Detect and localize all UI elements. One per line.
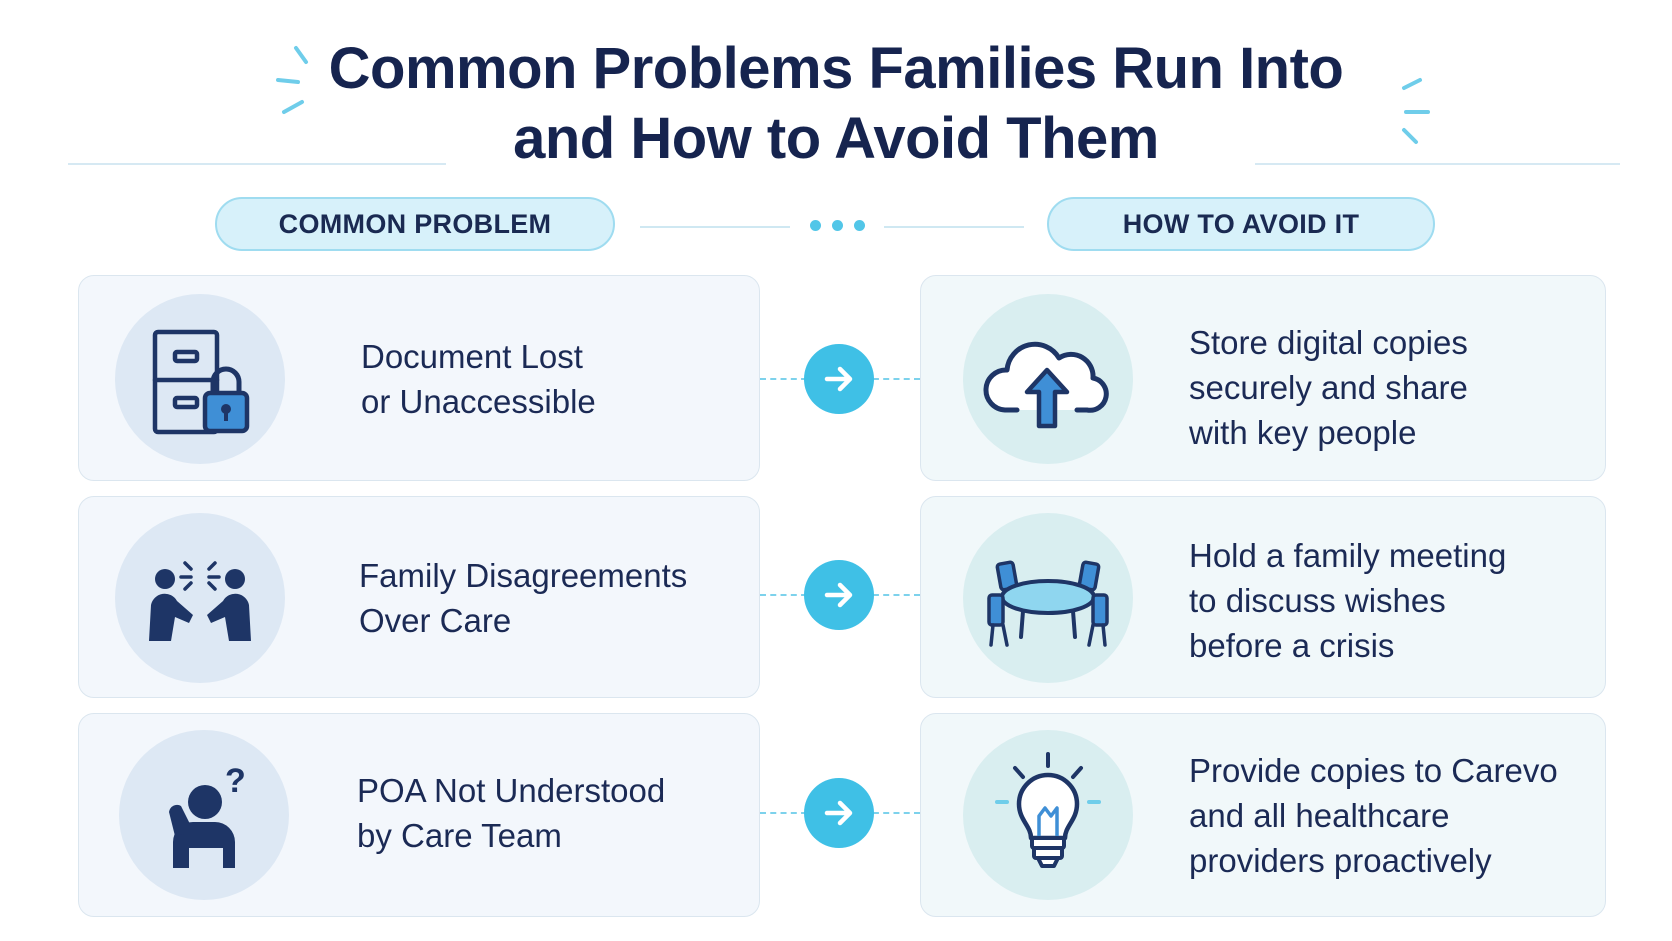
column-header-solution-label: HOW TO AVOID IT — [1122, 208, 1360, 239]
arrow-right-icon — [804, 344, 874, 414]
lightbulb-icon — [995, 752, 1101, 868]
column-header-problem-label: COMMON PROBLEM — [278, 208, 552, 239]
problem-text: Document Lost or Unaccessible — [361, 338, 596, 420]
title-line-1: Common Problems Families Run Into — [328, 36, 1344, 101]
column-header-problem: COMMON PROBLEM — [215, 197, 615, 251]
solution-card: Store digital copies securely and share … — [920, 275, 1606, 481]
page-title: Common Problems Families Run Into and Ho… — [0, 34, 1672, 174]
header-dot — [832, 220, 843, 231]
arrow-right-icon — [804, 560, 874, 630]
solution-text: Store digital copies securely and share … — [1189, 324, 1468, 451]
solution-icon-circle — [963, 513, 1133, 683]
header-divider-left — [640, 226, 790, 228]
solution-card: Provide copies to Carevo and all healthc… — [920, 713, 1606, 917]
problem-icon-circle — [115, 513, 285, 683]
solution-text: Provide copies to Carevo and all healthc… — [1189, 752, 1558, 879]
problem-card: Family Disagreements Over Care — [78, 496, 760, 698]
confused-person-icon: ? — [169, 762, 246, 868]
title-rule-right — [1255, 163, 1620, 165]
file-cabinet-lock-icon — [152, 329, 250, 435]
arrow-right-icon — [804, 778, 874, 848]
problem-text: Family Disagreements Over Care — [359, 557, 688, 639]
title-rule-left — [68, 163, 446, 165]
solution-icon-circle — [963, 730, 1133, 900]
solution-icon-circle — [963, 294, 1133, 464]
solution-card: Hold a family meeting to discuss wishes … — [920, 496, 1606, 698]
problem-card: Document Lost or Unaccessible — [78, 275, 760, 481]
header-divider-right — [884, 226, 1024, 228]
header-dot — [854, 220, 865, 231]
arguing-people-icon — [149, 561, 251, 641]
problem-icon-circle: ? — [119, 730, 289, 900]
problem-card: ? POA Not Understood by Care Team — [78, 713, 760, 917]
header-dot — [810, 220, 821, 231]
problem-icon-circle — [115, 294, 285, 464]
solution-text: Hold a family meeting to discuss wishes … — [1189, 537, 1507, 664]
title-line-2: and How to Avoid Them — [513, 106, 1159, 171]
sparkle-left-icon — [276, 46, 308, 114]
svg-text:?: ? — [225, 762, 246, 800]
meeting-table-icon — [987, 560, 1109, 647]
sparkle-right-icon — [1402, 78, 1430, 144]
column-header-solution: HOW TO AVOID IT — [1047, 197, 1435, 251]
cloud-upload-icon — [983, 341, 1109, 429]
problem-text: POA Not Understood by Care Team — [357, 772, 666, 854]
